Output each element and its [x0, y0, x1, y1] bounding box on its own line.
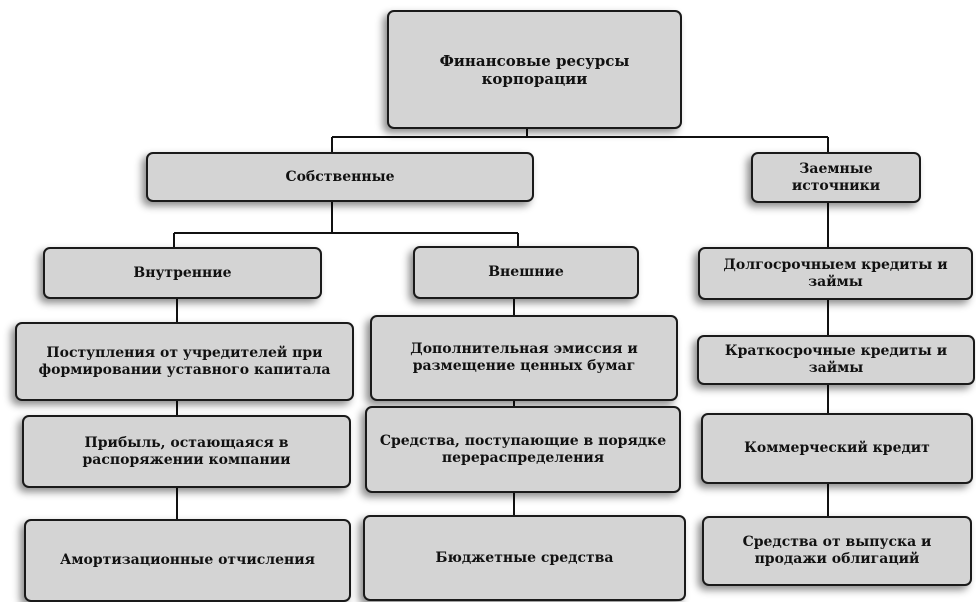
borrowed-item-short-term: Краткосрочные кредиты и займы: [697, 335, 975, 385]
internal-label: Внутренние: [133, 264, 232, 281]
internal-item-label: Амортизационные отчисления: [59, 552, 316, 568]
root-label: Финансовые ресурсы корпорации: [439, 51, 630, 88]
internal-item-depreciation: Амортизационные отчисления: [24, 519, 351, 602]
external-item-redistribution: Средства, поступающие в порядке перерасп…: [365, 406, 681, 493]
external-item-label: Средства, поступающие в порядке перерасп…: [379, 432, 667, 466]
internal-item-profit: Прибыль, остающаяся в распоряжении компа…: [22, 415, 351, 488]
external-item-label: Дополнительная эмиссия и размещение ценн…: [410, 341, 638, 374]
borrowed-item-label: Долгосрочныем кредиты и займы: [723, 256, 948, 290]
external-node: Внешние: [413, 246, 639, 299]
borrowed-node: Заемные источники: [751, 152, 921, 203]
internal-item-label: Прибыль, остающаяся в распоряжении компа…: [82, 434, 291, 468]
borrowed-item-label: Краткосрочные кредиты и займы: [724, 343, 948, 376]
borrowed-item-label: Коммерческий кредит: [744, 440, 930, 456]
internal-item-label: Поступления от учредителей при формирова…: [38, 344, 331, 378]
external-label: Внешние: [488, 264, 564, 280]
internal-item-founders: Поступления от учредителей при формирова…: [15, 322, 354, 401]
borrowed-item-long-term: Долгосрочныем кредиты и займы: [698, 247, 973, 300]
external-item-label: Бюджетные средства: [435, 549, 614, 566]
borrowed-item-label: Средства от выпуска и продажи облигаций: [742, 534, 932, 567]
own-label: Собственные: [285, 168, 395, 185]
root-node: Финансовые ресурсы корпорации: [387, 10, 682, 129]
external-item-budget: Бюджетные средства: [363, 515, 686, 601]
internal-node: Внутренние: [43, 247, 322, 299]
borrowed-item-bonds: Средства от выпуска и продажи облигаций: [702, 516, 972, 586]
own-node: Собственные: [146, 152, 534, 202]
borrowed-label: Заемные источники: [791, 160, 881, 194]
external-item-emission: Дополнительная эмиссия и размещение ценн…: [370, 315, 678, 401]
borrowed-item-commercial: Коммерческий кредит: [701, 413, 973, 484]
